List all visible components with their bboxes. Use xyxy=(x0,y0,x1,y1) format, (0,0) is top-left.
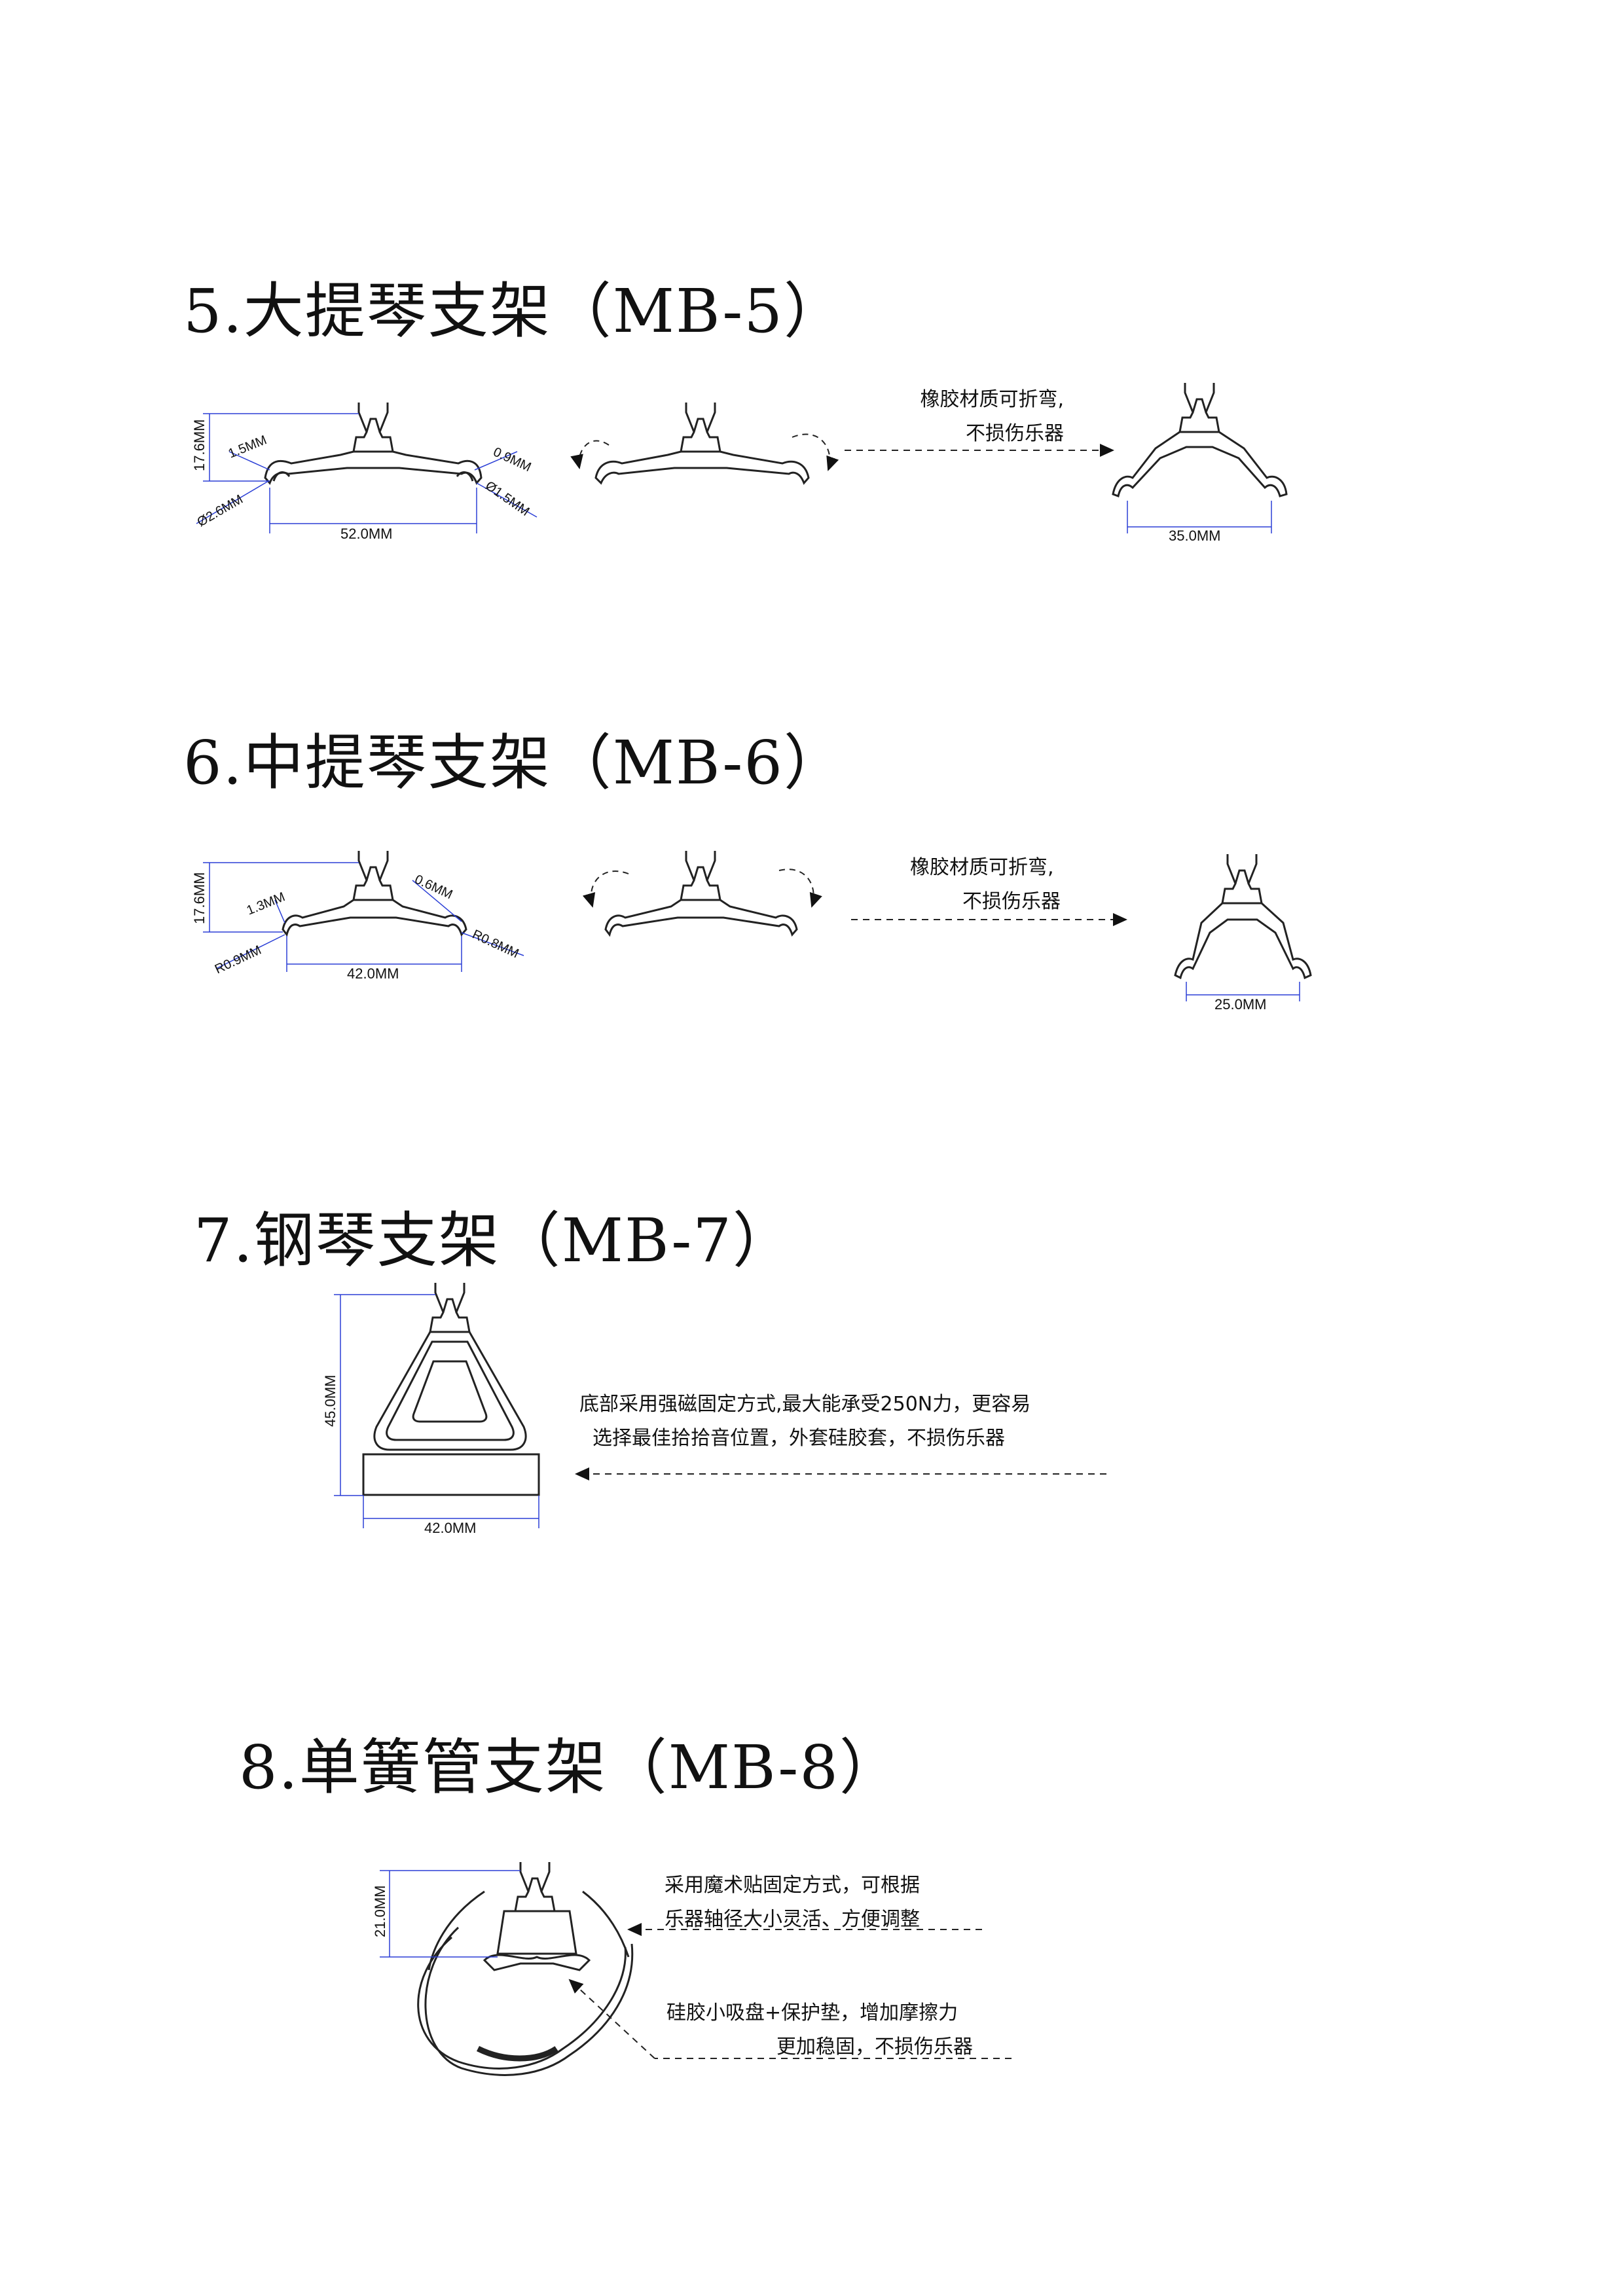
mb8-note2-line-2: 更加稳固，不损伤乐器 xyxy=(776,2036,973,2058)
mb7-drawing: 45.0MM 42.0MM xyxy=(322,1283,1106,1536)
mb8-note2-line-1: 硅胶小吸盘+保护垫，增加摩擦力 xyxy=(666,2001,958,2024)
mb8-dim-height: 21.0MM xyxy=(372,1886,388,1937)
mb5-dim-right-top: 0.9MM xyxy=(491,445,534,475)
section-title-mb8: 8.单簧管支架（MB-8） xyxy=(239,1732,901,1803)
mb6-dim-width: 42.0MM xyxy=(347,965,399,982)
mb6-dim-height: 17.6MM xyxy=(191,872,208,924)
mb8-note-line-1: 采用魔术贴固定方式，可根据 xyxy=(665,1874,920,1897)
mb5-note: 橡胶材质可折弯, 不损伤乐器 xyxy=(913,383,1064,451)
mb6-dim-right-r: R0.8MM xyxy=(470,927,521,961)
mb6-note-line-2: 不损伤乐器 xyxy=(962,890,1061,913)
mb6-note: 橡胶材质可折弯, 不损伤乐器 xyxy=(910,851,1061,919)
section-title-mb7: 7.钢琴支架（MB-7） xyxy=(194,1206,794,1276)
mb8-note: 采用魔术贴固定方式，可根据 乐器轴径大小灵活、方便调整 xyxy=(665,1869,920,1937)
section-title-mb6: 6.中提琴支架（MB-6） xyxy=(183,728,845,798)
mb6-flat-drawing: 17.6MM 1.3MM R0.9MM 42.0MM 0.6MM R0.8MM xyxy=(191,851,524,982)
mb5-dim-left-top: 1.5MM xyxy=(227,433,269,461)
mb5-dim-left-dia: Ø2.6MM xyxy=(195,492,246,529)
mb5-note-line-2: 不损伤乐器 xyxy=(966,422,1064,445)
section-title-mb5: 5.大提琴支架（MB-5） xyxy=(183,276,845,346)
mb6-dim-bent-width: 25.0MM xyxy=(1214,996,1266,1013)
mb5-dim-width: 52.0MM xyxy=(340,526,392,542)
mb7-dim-width: 42.0MM xyxy=(424,1520,476,1536)
mb5-dim-bent-width: 35.0MM xyxy=(1169,528,1220,544)
mb6-dim-left-r: R0.9MM xyxy=(213,943,264,977)
mb7-dim-height: 45.0MM xyxy=(322,1375,338,1427)
mb5-dim-height: 17.6MM xyxy=(191,420,208,471)
mb8-note-line-2: 乐器轴径大小灵活、方便调整 xyxy=(665,1908,920,1931)
mb5-bend-drawing xyxy=(570,403,1114,485)
mb5-dim-right-dia: Ø1.5MM xyxy=(483,478,532,519)
mb5-bent-drawing: 35.0MM xyxy=(1112,383,1288,544)
mb7-note-line-1: 底部采用强磁固定方式,最大能承受250N力，更容易 xyxy=(579,1393,1031,1416)
mb7-note-line-2: 选择最佳拾拾音位置，外套硅胶套，不损伤乐器 xyxy=(593,1427,1005,1450)
mb6-note-line-1: 橡胶材质可折弯, xyxy=(910,856,1054,879)
mb8-drawing: 21.0MM xyxy=(372,1862,1012,2076)
mb6-bend-drawing xyxy=(582,851,1127,937)
mb6-bent-drawing: 25.0MM xyxy=(1174,854,1312,1013)
mb5-flat-drawing: 17.6MM 1.5MM Ø2.6MM 52.0MM 0.9MM Ø1.5MM xyxy=(191,403,538,542)
mb7-note: 底部采用强磁固定方式,最大能承受250N力，更容易 选择最佳拾拾音位置，外套硅胶… xyxy=(579,1388,1030,1456)
mb5-note-line-1: 橡胶材质可折弯, xyxy=(920,388,1064,411)
mb8-note2: 硅胶小吸盘+保护垫，增加摩擦力 更加稳固，不损伤乐器 xyxy=(666,1996,973,2064)
